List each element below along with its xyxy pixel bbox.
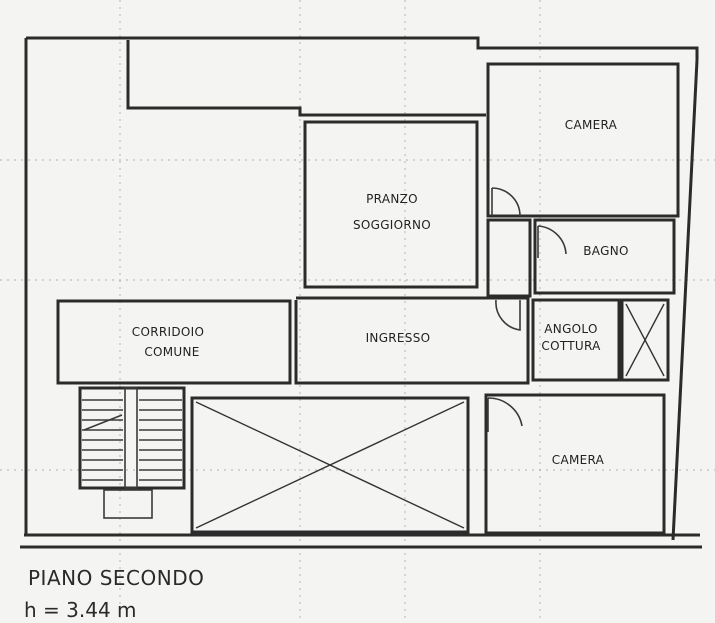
room-pranzo-soggiorno xyxy=(303,120,479,289)
label-ingresso: INGRESSO xyxy=(366,331,431,345)
door-camera-bottom xyxy=(487,397,523,432)
room-angolo-cottura xyxy=(531,298,621,382)
floor-title: PIANO SECONDO xyxy=(28,566,205,590)
label-comune: COMUNE xyxy=(144,345,199,359)
label-angolo: ANGOLO xyxy=(544,322,597,336)
door-ingresso xyxy=(495,299,521,331)
room-ingresso xyxy=(294,296,530,385)
label-camera-bottom: CAMERA xyxy=(552,453,605,467)
upper-recess-walls xyxy=(126,40,486,117)
room-camera-top xyxy=(486,62,680,218)
label-bagno: BAGNO xyxy=(583,244,628,258)
void-opening xyxy=(190,396,470,534)
room-corridoio-comune xyxy=(56,299,292,385)
room-camera-bottom xyxy=(484,393,666,535)
outer-walls xyxy=(20,36,702,549)
floor-height: h = 3.44 m xyxy=(24,598,137,622)
label-corridoio: CORRIDOIO xyxy=(132,325,204,339)
shaft-right xyxy=(620,298,670,382)
label-cottura: COTTURA xyxy=(541,339,601,353)
door-camera-top xyxy=(491,187,521,217)
label-camera-top: CAMERA xyxy=(565,118,618,132)
staircase xyxy=(78,386,186,519)
label-pranzo: PRANZO xyxy=(366,192,418,206)
room-bagno xyxy=(533,218,676,295)
door-bagno xyxy=(537,225,567,258)
label-soggiorno: SOGGIORNO xyxy=(353,218,431,232)
closet xyxy=(486,218,532,298)
